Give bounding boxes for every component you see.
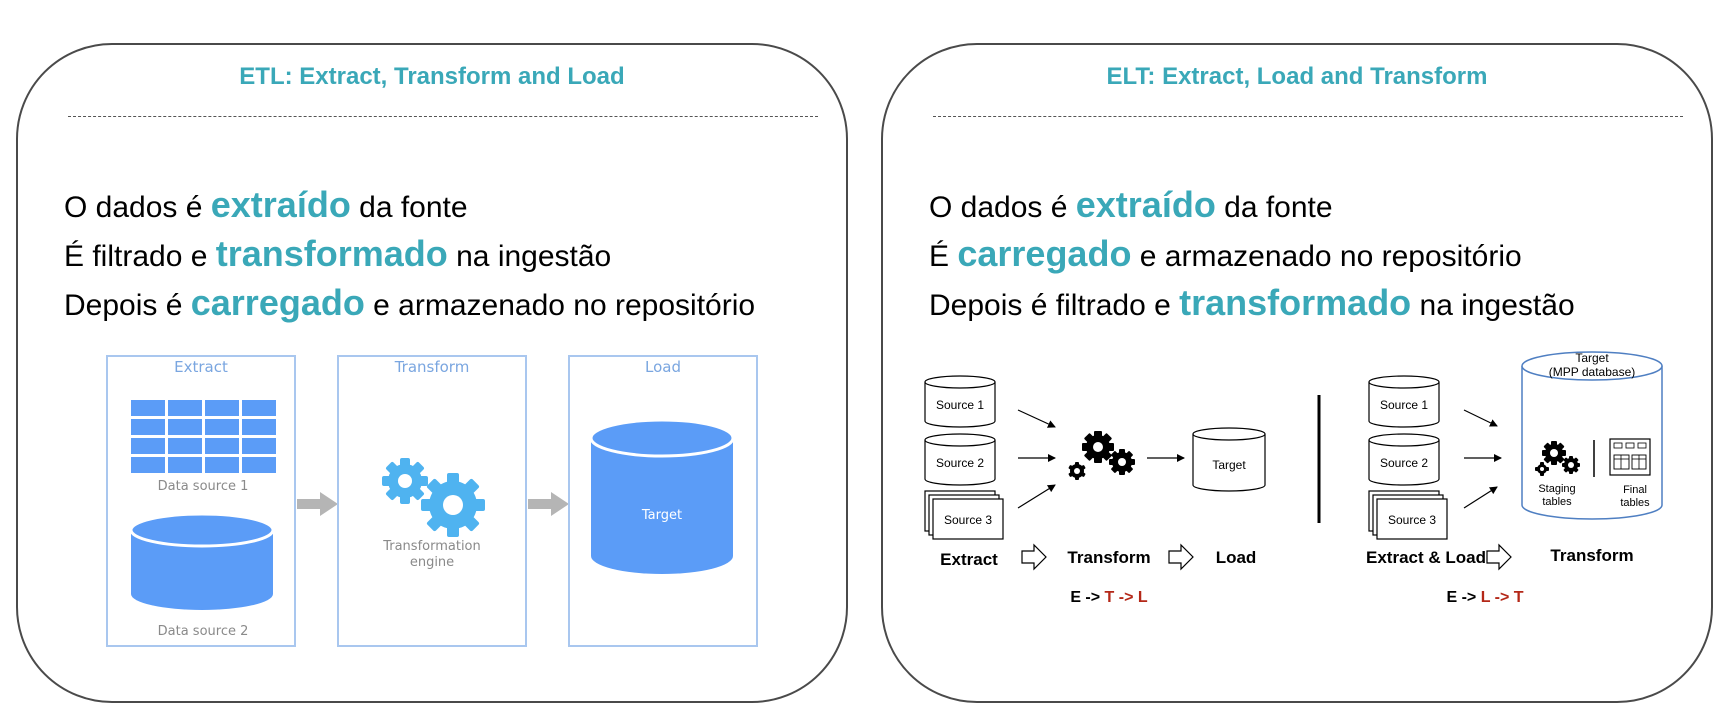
svg-text:Source 1: Source 1	[936, 398, 984, 412]
right-source-1: Source 1	[1368, 375, 1440, 428]
etl-panel: ETL: Extract, Transform and Load O dados…	[16, 43, 848, 703]
right-source-2: Source 2	[1368, 433, 1440, 486]
svg-text:Source 2: Source 2	[936, 456, 984, 470]
svg-text:Source 2: Source 2	[1380, 456, 1428, 470]
left-formula: E -> T -> L	[1070, 589, 1148, 606]
right-source-3-stacked-docs: Source 3	[1368, 490, 1448, 540]
svg-text:Source 3: Source 3	[1388, 513, 1436, 527]
etl-arrow-1	[297, 492, 338, 516]
data-source-2-cylinder-icon	[129, 512, 275, 610]
left-step-load: Load	[1216, 548, 1257, 567]
etl-diagram: Extract Data source 1 Data source 2 Tran…	[106, 355, 758, 647]
left-target-cylinder: Target	[1192, 427, 1266, 492]
left-arrow-3	[1017, 484, 1056, 509]
mpp-target-label-2: (MPP database)	[1549, 365, 1636, 379]
svg-text:Source 3: Source 3	[944, 513, 992, 527]
left-gears-icon	[1068, 431, 1135, 480]
right-arrow-1	[1463, 409, 1498, 427]
staging-label-1: Staging	[1538, 483, 1575, 495]
etl-target-label: Target	[641, 508, 682, 523]
elt-divider	[933, 116, 1683, 117]
final-label-1: Final	[1623, 484, 1647, 496]
data-source-1-grid-icon	[131, 400, 276, 473]
svg-text:Source 1: Source 1	[1380, 398, 1428, 412]
mpp-target-label-1: Target	[1575, 351, 1609, 365]
data-source-1-label: Data source 1	[158, 479, 249, 494]
elt-description: O dados é extraído da fonte É carregado …	[929, 182, 1575, 329]
etl-title: ETL: Extract, Transform and Load	[239, 63, 625, 90]
final-tables-icon	[1609, 438, 1651, 476]
final-label-2: tables	[1620, 497, 1650, 509]
left-step-extract: Extract	[940, 550, 998, 569]
engine-label-line-1: Transformation	[382, 539, 481, 554]
etl-line-1: O dados é extraído da fonte	[64, 184, 468, 225]
etl-line-2: É filtrado e transformado na ingestão	[64, 233, 612, 274]
mpp-database-cylinder	[1521, 351, 1663, 520]
elt-title: ELT: Extract, Load and Transform	[1106, 63, 1488, 90]
transform-label: Transform	[394, 358, 470, 376]
etl-description: O dados é extraído da fonte É filtrado e…	[64, 182, 755, 329]
target-cylinder-icon	[589, 418, 735, 574]
elt-panel: ELT: Extract, Load and Transform O dados…	[881, 43, 1713, 703]
etl-line-3: Depois é carregado e armazenado no repos…	[64, 282, 756, 323]
elt-diagram: Source 1 Source 2 Source 3	[924, 351, 1663, 606]
load-label: Load	[645, 358, 681, 376]
elt-line-3: Depois é filtrado e transformado na inge…	[929, 282, 1575, 323]
left-step-arrow-1-icon	[1021, 543, 1047, 571]
right-step-extract-load: Extract & Load	[1366, 548, 1486, 567]
engine-label-line-2: engine	[410, 555, 454, 570]
right-arrow-3	[1463, 486, 1498, 509]
etl-arrow-2	[528, 492, 569, 516]
right-step-arrow-icon	[1486, 543, 1512, 571]
data-source-2-label: Data source 2	[158, 624, 249, 639]
extract-label: Extract	[174, 358, 228, 376]
staging-gears-icon	[1535, 441, 1580, 476]
svg-text:Target: Target	[1212, 458, 1246, 472]
right-formula: E -> L -> T	[1446, 589, 1523, 606]
right-step-transform: Transform	[1550, 546, 1633, 565]
elt-line-2: É carregado e armazenado no repositório	[929, 233, 1522, 274]
etl-divider	[68, 116, 818, 117]
left-step-transform: Transform	[1067, 548, 1150, 567]
left-source-1: Source 1	[924, 375, 996, 428]
left-arrow-1	[1017, 409, 1056, 428]
left-source-3-stacked-docs: Source 3	[924, 490, 1004, 540]
elt-line-1: O dados é extraído da fonte	[929, 184, 1333, 225]
left-source-2: Source 2	[924, 433, 996, 486]
transformation-engine-gears-icon	[382, 458, 485, 537]
staging-label-2: tables	[1542, 496, 1572, 508]
left-step-arrow-2-icon	[1168, 543, 1194, 571]
